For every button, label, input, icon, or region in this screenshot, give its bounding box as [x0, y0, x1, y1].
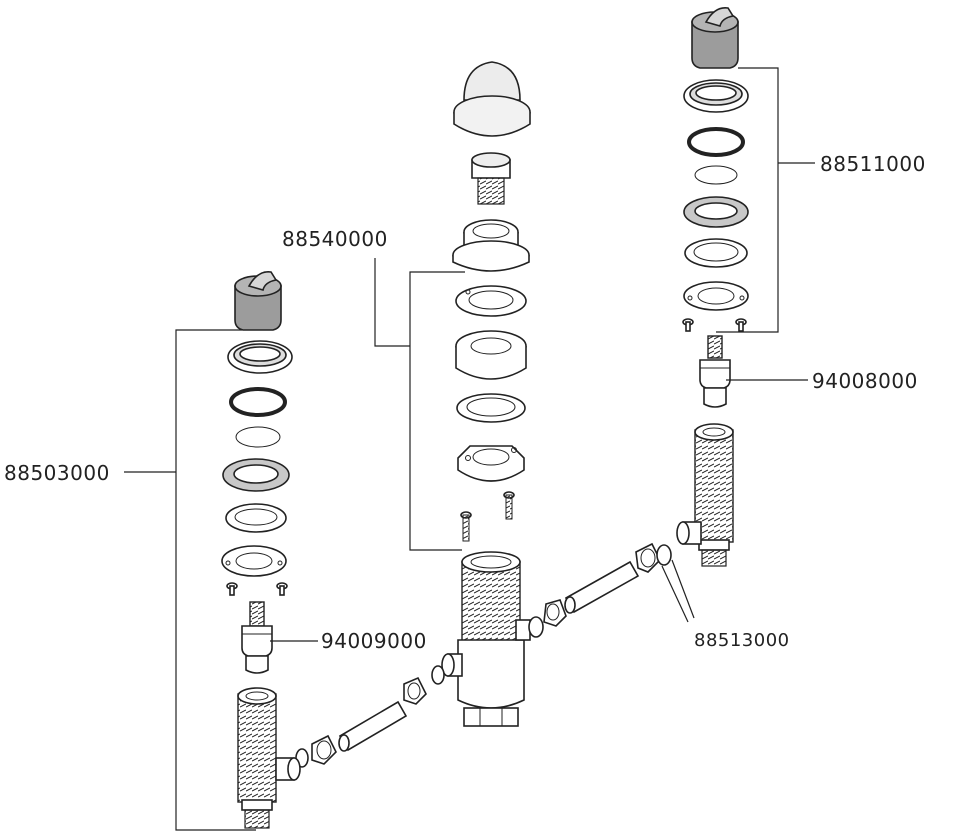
left-knob-icon — [234, 270, 282, 331]
label-88511000: 88511000 — [820, 152, 926, 176]
label-88513000: 88513000 — [694, 630, 790, 651]
cartridge-94008000-icon — [699, 335, 731, 408]
leader-lines — [124, 67, 815, 831]
left-screw-icon — [226, 582, 288, 596]
center-valve-stack — [441, 61, 531, 727]
label-94009000: 94009000 — [321, 629, 427, 653]
right-screw-icon — [682, 318, 747, 332]
label-94008000: 94008000 — [812, 369, 918, 393]
center-screw-icon — [460, 491, 515, 542]
left-threaded-body — [237, 687, 301, 829]
center-threaded-body — [441, 551, 531, 727]
right-connector-assembly — [528, 542, 672, 638]
left-valve-stack — [221, 270, 301, 829]
dome-cap-icon — [453, 61, 531, 137]
right-threaded-body — [676, 423, 734, 567]
label-88503000: 88503000 — [4, 461, 110, 485]
label-88540000: 88540000 — [282, 227, 388, 251]
cartridge-94009000-icon — [241, 601, 273, 674]
left-connector-assembly — [295, 665, 445, 768]
right-valve-stack — [676, 6, 749, 567]
right-knob-icon — [691, 6, 739, 69]
